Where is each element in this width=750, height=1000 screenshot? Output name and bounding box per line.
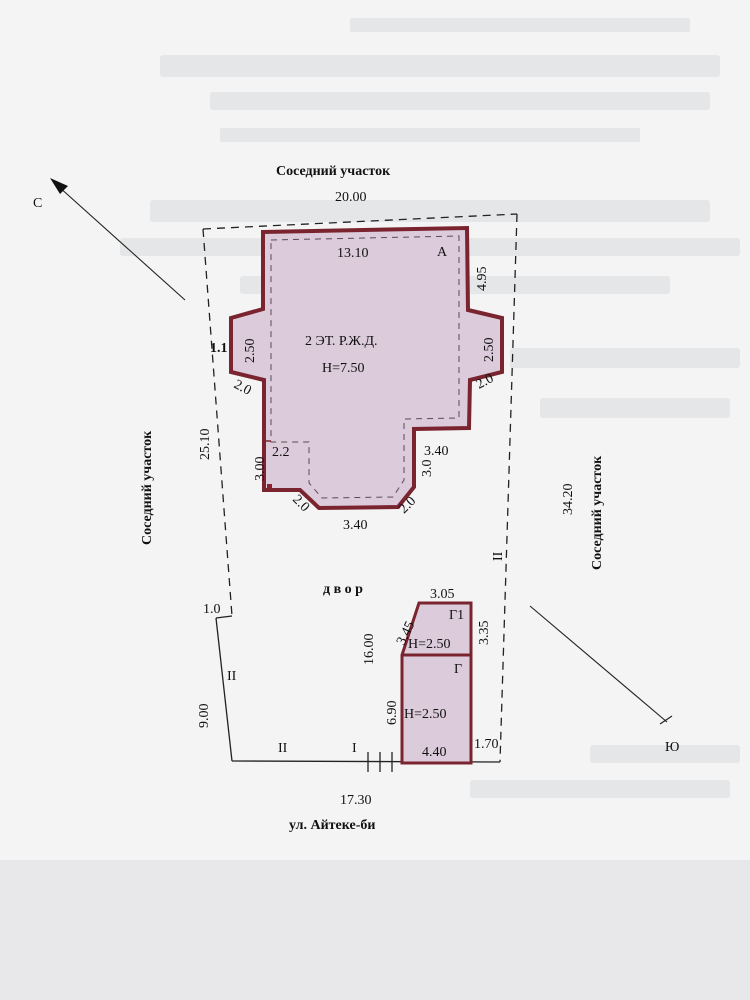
fence-mark: II: [491, 551, 506, 561]
house-dim-top-right: 4.95: [475, 267, 490, 292]
plot-dim-left-step: 1.0: [203, 602, 221, 617]
house-dim-bay-left-width: 2.50: [243, 339, 258, 364]
paper-shade: [0, 860, 750, 1000]
plot-dim-bottom-gap: 1.70: [474, 737, 499, 752]
house-dim-notch-right-w: 3.40: [424, 444, 449, 459]
garage-main-letter: Г: [454, 662, 462, 677]
yard-label: д в о р: [323, 582, 363, 597]
garage-dim-bottom: 4.40: [422, 745, 447, 760]
plot-dim-top: 20.00: [335, 190, 367, 205]
house-dim-notch-right-h: 3.0: [420, 460, 435, 478]
house-dim-notch-left-w: 2.2: [272, 445, 290, 460]
garage-outline: [400, 601, 473, 765]
plot-dim-right: 34.20: [561, 484, 576, 516]
house-dim-bay-right-width: 2.50: [482, 338, 497, 363]
house-dim-top: 13.10: [337, 246, 369, 261]
garage-dim-annex-right: 3.35: [477, 621, 492, 646]
neighbor-right: Соседний участок: [590, 455, 605, 570]
fence-mark: II: [227, 669, 237, 684]
garage-dim-main-left: 6.90: [385, 701, 400, 726]
arrow-head-icon: [50, 178, 68, 194]
house-height: H=7.50: [322, 361, 365, 376]
garage-annex-height: H=2.50: [408, 637, 451, 652]
north-arrow: [50, 178, 186, 301]
plot-dim-bottom: 17.30: [340, 793, 372, 808]
house-dim-bay-right-diag: 2.0: [474, 371, 496, 392]
garage-annex-letter: Г1: [449, 608, 464, 623]
neighbor-top: Соседний участок: [276, 164, 391, 179]
plot-dim-yard-depth: 16.00: [362, 634, 377, 666]
south-arrow: [529, 605, 673, 725]
plot-dim-left-lower: 9.00: [197, 704, 212, 729]
fence-mark: II: [278, 741, 288, 756]
compass-south: Ю: [665, 740, 679, 755]
house-dim-bay-left-diag: 2.0: [231, 377, 253, 398]
plot-dim-left-upper: 25.10: [198, 429, 213, 461]
garage-footprint: [400, 601, 473, 765]
house-dim-bottom: 3.40: [343, 518, 368, 533]
house-dim-notch-left-h: 3.00: [253, 457, 268, 482]
house-label: 2 ЭТ. Р.Ж.Д.: [305, 334, 378, 349]
street-label: ул. Айтеке-би: [289, 818, 375, 833]
garage-main-height: H=2.50: [404, 707, 447, 722]
compass-north: С: [33, 196, 42, 211]
house-footprint: [229, 225, 504, 511]
fence-mark: I: [352, 741, 357, 756]
house-inner-wall: [270, 235, 460, 499]
house-letter: А: [437, 245, 448, 260]
house-dim-bay-left-offset: 1.1: [210, 341, 228, 356]
neighbor-left: Соседний участок: [140, 430, 155, 545]
house-outline: [229, 225, 504, 511]
garage-dim-top: 3.05: [430, 587, 455, 602]
